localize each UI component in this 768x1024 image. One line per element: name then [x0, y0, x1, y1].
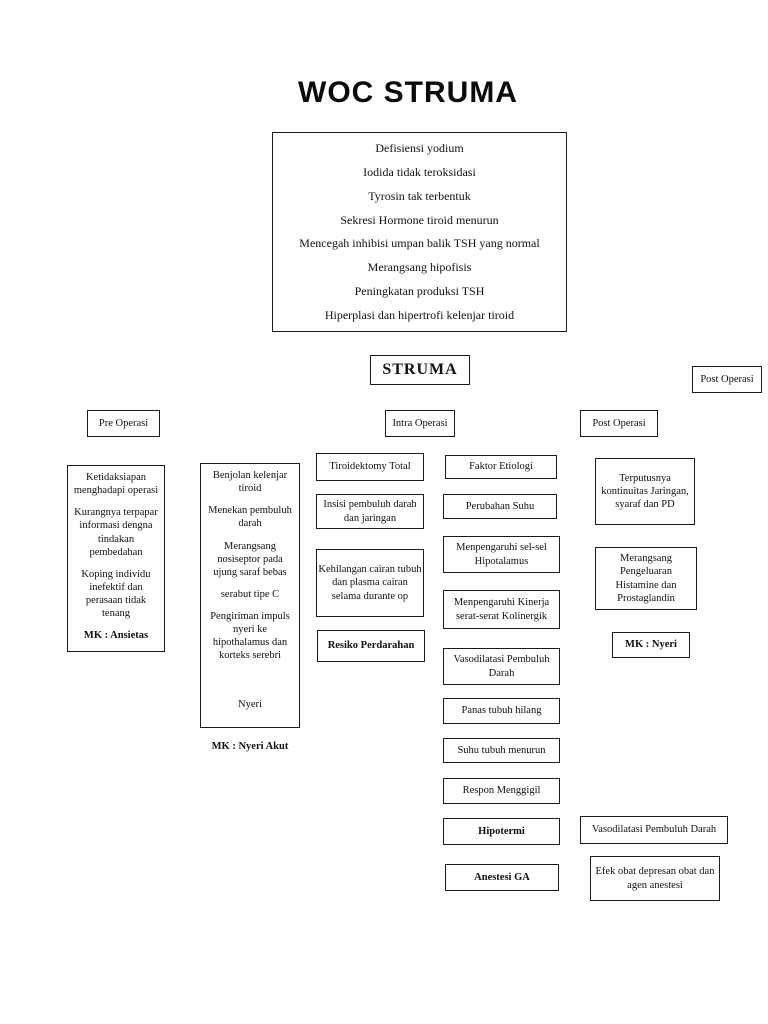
anestesi-ga-box: Anestesi GA: [445, 864, 559, 891]
phase-label-pre: Pre Operasi: [87, 410, 160, 437]
faktor-etiologi-box: Faktor Etiologi: [445, 455, 557, 479]
page-title: WOC STRUMA: [298, 76, 518, 109]
insisi-pembuluh-box: Insisi pembuluh darah dan jaringan: [316, 494, 424, 529]
pathophysiology-cascade-box: Defisiensi yodium Iodida tidak teroksida…: [272, 132, 567, 332]
benjolan-paragraph: Pengiriman impuls nyeri ke hipothalamus …: [210, 611, 290, 662]
cascade-step: Defisiensi yodium: [375, 141, 464, 156]
benjolan-paragraph: Menekan pembuluh darah: [208, 505, 292, 530]
mempengaruhi-hipotalamus-box: Menpengaruhi sel-sel Hipotalamus: [443, 536, 560, 573]
tiroidektomy-total-box: Tiroidektomy Total: [316, 453, 424, 481]
hipotermi-box: Hipotermi: [443, 818, 560, 845]
cascade-step: Peningkatan produksi TSH: [354, 283, 485, 298]
respon-menggigil-box: Respon Menggigil: [443, 778, 560, 804]
kehilangan-cairan-box: Kehilangan cairan tubuh dan plasma caira…: [316, 549, 424, 617]
nursing-diagnosis-nyeri-box: MK : Nyeri: [612, 632, 690, 658]
nursing-diagnosis-nyeri-akut: MK : Nyeri Akut: [200, 731, 300, 763]
benjolan-paragraph: Benjolan kelenjar tiroid: [212, 470, 288, 495]
struma-box: STRUMA: [370, 355, 470, 385]
nursing-diagnosis-ansietas: MK : Ansietas: [83, 630, 149, 642]
panas-tubuh-hilang-box: Panas tubuh hilang: [443, 698, 560, 724]
terputusnya-kontinuitas-box: Terputusnya kontinuitas Jaringan, syaraf…: [595, 458, 695, 525]
cascade-step: Tyrosin tak terbentuk: [368, 188, 471, 203]
cascade-step: Iodida tidak teroksidasi: [363, 165, 476, 180]
phase-label-intra: Intra Operasi: [385, 410, 455, 437]
vasodilatasi-pembuluh-box: Vasodilatasi Pembuluh Darah: [443, 648, 560, 685]
cascade-step: Mencegah inhibisi umpan balik TSH yang n…: [299, 236, 540, 251]
benjolan-paragraph: Nyeri: [238, 698, 262, 710]
pre-paragraph: Kurangnya terpapar informasi dengna tind…: [74, 507, 158, 558]
pre-paragraph: Koping individu inefektif dan perasaan t…: [81, 568, 151, 620]
phase-label-post: Post Operasi: [580, 410, 658, 437]
benjolan-box: Benjolan kelenjar tiroid Menekan pembulu…: [200, 463, 300, 728]
pre-paragraph: Ketidaksiapan menghadapi operasi: [73, 472, 159, 497]
phase-label-post-top: Post Operasi: [692, 366, 762, 393]
cascade-step: Merangsang hipofisis: [367, 260, 472, 275]
resiko-perdarahan-box: Resiko Perdarahan: [317, 630, 425, 662]
merangsang-pengeluaran-box: Merangsang Pengeluaran Histamine dan Pro…: [595, 547, 697, 610]
mempengaruhi-kolinergik-box: Menpengaruhi Kinerja serat-serat Koliner…: [443, 590, 560, 629]
cascade-step: Hiperplasi dan hipertrofi kelenjar tiroi…: [324, 307, 515, 322]
cascade-step: Sekresi Hormone tiroid menurun: [340, 212, 499, 227]
efek-obat-depresan-box: Efek obat depresan obat dan agen anestes…: [590, 856, 720, 901]
perubahan-suhu-box: Perubahan Suhu: [443, 494, 557, 519]
benjolan-paragraph: serabut tipe C: [220, 588, 280, 600]
vasodilatasi-pembuluh-post-box: Vasodilatasi Pembuluh Darah: [580, 816, 728, 844]
suhu-tubuh-menurun-box: Suhu tubuh menurun: [443, 738, 560, 763]
pre-operasi-box: Ketidaksiapan menghadapi operasi Kurangn…: [67, 465, 165, 652]
benjolan-paragraph: Merangsang nosiseptor pada ujung saraf b…: [213, 540, 287, 578]
